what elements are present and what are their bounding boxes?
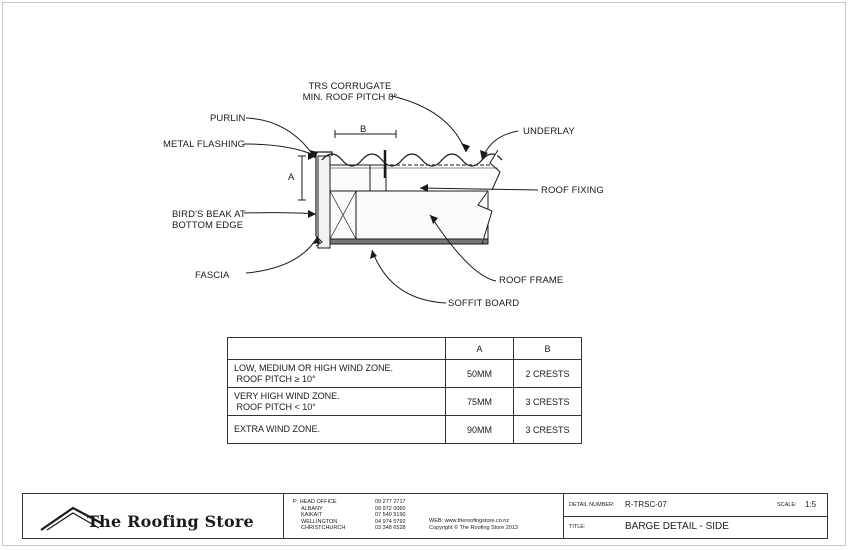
office-phone: 09 972 0060 <box>375 505 406 512</box>
table-row: VERY HIGH WIND ZONE. ROOF PITCH < 10° 75… <box>227 387 582 416</box>
office-phone: 04 974 5792 <box>375 518 406 525</box>
drawing-title: BARGE DETAIL - SIDE <box>625 521 729 532</box>
scale-label: SCALE: <box>777 502 797 508</box>
table-row: LOW, MEDIUM OR HIGH WIND ZONE. ROOF PITC… <box>227 359 582 388</box>
label-underlay: UNDERLAY <box>523 126 575 137</box>
b-cell: 3 CRESTS <box>513 415 582 444</box>
title-block: The Roofing Store P: HEAD OFFICE ALBANY … <box>22 493 828 539</box>
zone-line-2: ROOF PITCH < 10° <box>234 401 316 412</box>
roof-logo-icon <box>40 506 104 531</box>
label-metal-flashing: METAL FLASHING <box>163 139 246 150</box>
label-trs-corrugate: TRS CORRUGATE <box>308 81 392 92</box>
b-cell: 2 CRESTS <box>513 359 582 388</box>
scale-value: 1:5 <box>805 500 817 509</box>
detail-number: R-TRSC-07 <box>625 500 667 509</box>
title-row: TITLE: BARGE DETAIL - SIDE <box>563 516 827 538</box>
zone-line-1: LOW, MEDIUM OR HIGH WIND ZONE. <box>234 362 393 373</box>
title-label: TITLE: <box>569 524 586 530</box>
office-phone: 09 277 2717 <box>375 499 406 505</box>
zone-cell: EXTRA WIND ZONE. <box>227 415 446 444</box>
purlin-box <box>329 164 387 192</box>
label-birds-beak-line1: BIRD'S BEAK AT <box>172 209 246 220</box>
table-row: EXTRA WIND ZONE. 90MM 3 CRESTS <box>227 415 582 444</box>
label-purlin: PURLIN <box>210 113 246 124</box>
a-cell: 75MM <box>445 387 514 416</box>
table-header-a: A <box>445 337 514 360</box>
office-name: P: HEAD OFFICE <box>293 499 337 505</box>
office-name: CHRISTCHURCH <box>301 525 346 531</box>
company-name: The Roofing Store <box>87 512 254 531</box>
detail-number-label: DETAIL NUMBER: <box>569 502 615 508</box>
office-name: WELLINGTON <box>301 518 338 525</box>
office-name: KAIKAIT <box>301 512 323 518</box>
label-roof-frame: ROOF FRAME <box>499 275 564 286</box>
zone-line-1: VERY HIGH WIND ZONE. <box>234 390 340 401</box>
website-text: WEB: www.theroofingstore.co.nz <box>429 518 510 524</box>
zone-line-2: ROOF PITCH ≥ 10° <box>234 373 316 384</box>
label-birds-beak-line2: BOTTOM EDGE <box>172 220 244 231</box>
label-min-roof-pitch: MIN. ROOF PITCH 8° <box>302 92 398 103</box>
b-cell: 3 CRESTS <box>513 387 582 416</box>
roof-frame <box>329 190 489 240</box>
table-header-b: B <box>513 337 582 360</box>
soffit-board <box>329 238 489 245</box>
zone-line-1: EXTRA WIND ZONE. <box>234 424 321 434</box>
detail-info: DETAIL NUMBER: R-TRSC-07 SCALE: 1:5 TITL… <box>563 494 827 538</box>
a-cell: 50MM <box>445 359 514 388</box>
zone-cell: LOW, MEDIUM OR HIGH WIND ZONE. ROOF PITC… <box>227 359 446 388</box>
a-cell: 90MM <box>445 415 514 444</box>
label-fascia: FASCIA <box>195 270 230 281</box>
office-phone: 07 549 5190 <box>375 512 406 518</box>
label-roof-fixing: ROOF FIXING <box>541 185 604 196</box>
metal-flashing <box>315 151 333 236</box>
detail-number-row: DETAIL NUMBER: R-TRSC-07 SCALE: 1:5 <box>563 494 827 517</box>
zone-cell: VERY HIGH WIND ZONE. ROOF PITCH < 10° <box>227 387 446 416</box>
corrugated-sheet <box>321 153 503 167</box>
company-logo-area: The Roofing Store <box>23 494 284 538</box>
label-soffit-board: SOFFIT BOARD <box>448 298 520 309</box>
office-name: ALBANY <box>301 505 323 512</box>
office-contacts: P: HEAD OFFICE ALBANY KAIKAIT WELLINGTON… <box>283 494 564 538</box>
label-dimension-a: A <box>288 172 295 183</box>
office-phone: 03 348 6528 <box>375 525 406 531</box>
wind-zone-table: A B LOW, MEDIUM OR HIGH WIND ZONE. ROOF … <box>227 337 582 444</box>
fascia-board <box>317 155 331 249</box>
label-dimension-b: B <box>360 124 367 135</box>
copyright-text: Copyright © The Roofing Store 2013 <box>429 524 518 531</box>
table-header-zone <box>227 337 446 360</box>
